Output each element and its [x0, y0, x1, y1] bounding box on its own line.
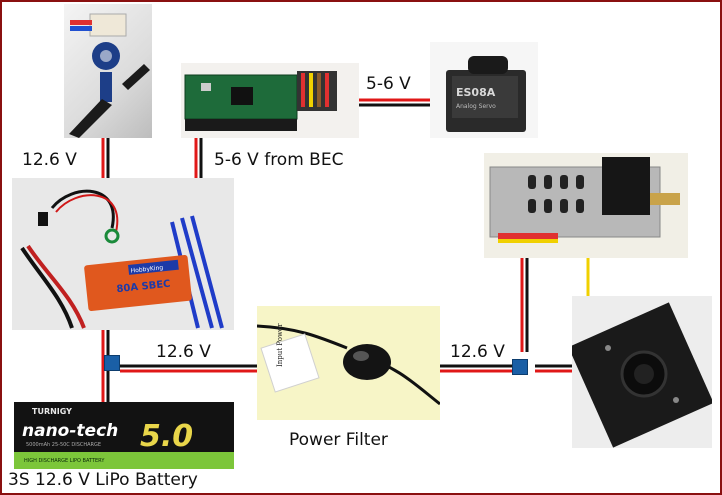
power-filter-photo: Input Power	[257, 306, 440, 420]
servo-photo: ES08A Analog Servo	[430, 42, 538, 138]
label-battery-filter-voltage: 12.6 V	[156, 342, 211, 362]
label-motor-voltage: 12.6 V	[22, 150, 77, 170]
battery-number-text: 5.0	[140, 419, 193, 454]
label-power-filter: Power Filter	[289, 430, 388, 450]
receiver-board-photo	[181, 63, 359, 138]
label-battery: 3S 12.6 V LiPo Battery	[8, 470, 198, 490]
video-transmitter-photo	[484, 153, 688, 258]
tee-connector-left	[104, 355, 120, 371]
label-servo-voltage: 5-6 V	[366, 74, 411, 94]
camera-photo	[572, 296, 712, 448]
servo-model-text: ES08A	[456, 86, 496, 99]
esc-photo: HobbyKing 80A SBEC	[12, 178, 234, 330]
servo-desc-text: Analog Servo	[456, 103, 496, 110]
motor-photo	[64, 4, 152, 138]
battery-photo: TURNIGY nano-tech 5000mAh 25-50C DISCHAR…	[14, 402, 234, 469]
filter-tag-text: Input Power	[276, 323, 284, 367]
label-filter-video-voltage: 12.6 V	[450, 342, 505, 362]
battery-capacity-text: 5000mAh 25-50C DISCHARGE	[26, 442, 101, 448]
battery-brand-text: TURNIGY	[32, 407, 72, 416]
battery-series-text: nano-tech	[22, 421, 118, 441]
tee-connector-right	[512, 359, 528, 375]
esc-brand-text: HobbyKing	[130, 264, 163, 274]
label-bec-voltage: 5-6 V from BEC	[214, 150, 344, 170]
battery-footer-text: HIGH DISCHARGE LIPO BATTERY	[24, 458, 105, 464]
